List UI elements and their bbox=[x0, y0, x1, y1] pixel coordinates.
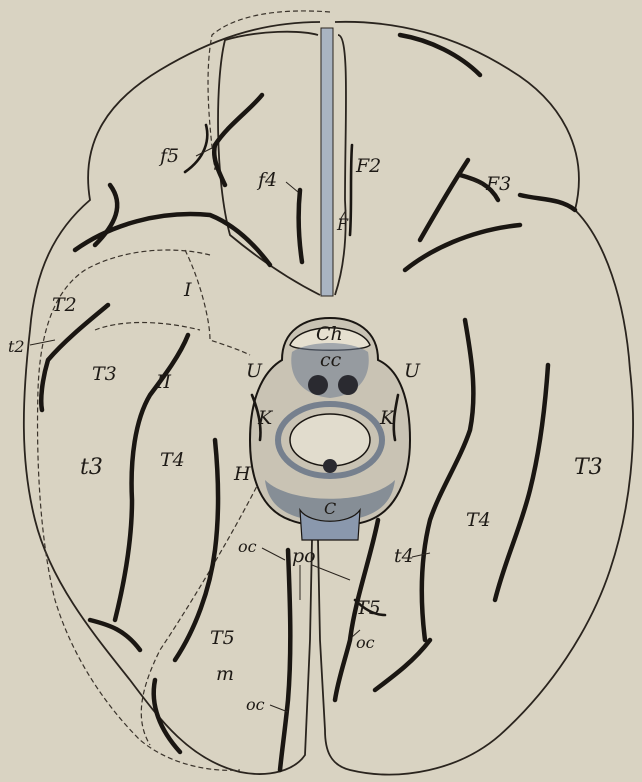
right-frontal-inner-outline bbox=[335, 35, 346, 295]
label-cc: cc bbox=[320, 349, 342, 371]
sulcus-T4-right bbox=[422, 320, 474, 640]
label-t3: t3 bbox=[80, 455, 103, 480]
label-C: C bbox=[324, 499, 336, 518]
label-F3: F3 bbox=[485, 173, 511, 195]
sulcus-f5 bbox=[214, 95, 262, 185]
sulcus-frontal-right-edge bbox=[520, 195, 575, 210]
label-po: po bbox=[292, 545, 316, 567]
label-T4-right: T4 bbox=[466, 509, 491, 531]
label-oc-top: oc bbox=[238, 537, 257, 556]
left-frontal-inner-outline bbox=[218, 32, 320, 295]
label-II: II bbox=[155, 371, 172, 393]
cerebral-peduncle-inner bbox=[290, 414, 370, 466]
leader-t4 bbox=[412, 553, 430, 557]
mammillary-body-right bbox=[338, 375, 358, 395]
leader-oc-top bbox=[262, 548, 285, 560]
label-U-right: U bbox=[404, 360, 421, 382]
sulcus-oc-left bbox=[280, 550, 290, 770]
sulcus-sylvian-left bbox=[75, 214, 270, 265]
label-t2: t2 bbox=[8, 337, 25, 356]
leader-f4 bbox=[286, 182, 298, 192]
label-F-small: F bbox=[336, 215, 349, 234]
label-T5-right: T5 bbox=[356, 597, 381, 619]
sulcus-f5-branch bbox=[185, 125, 207, 172]
dashed-outline-medial bbox=[185, 250, 250, 355]
mammillary-body-left bbox=[308, 375, 328, 395]
label-K-left: K bbox=[257, 407, 274, 429]
dashed-outline-left-frontal bbox=[208, 11, 330, 170]
sulcus-F3-upper bbox=[400, 35, 480, 75]
label-t4: t4 bbox=[394, 545, 414, 567]
label-T3-left: T3 bbox=[92, 363, 117, 385]
label-oc-bottom: oc bbox=[246, 695, 265, 714]
sulcus-f4 bbox=[299, 190, 302, 262]
label-Ch: Ch bbox=[316, 323, 343, 345]
label-T5-left: T5 bbox=[210, 627, 235, 649]
sulcus-F3 bbox=[420, 160, 468, 240]
sulcus-II bbox=[115, 335, 188, 620]
sulcus-T2 bbox=[41, 305, 108, 410]
sulcus-F2 bbox=[350, 145, 352, 235]
dashed-outline-inferior bbox=[95, 323, 200, 331]
aqueduct bbox=[323, 459, 337, 473]
label-I: I bbox=[183, 279, 192, 301]
sulcus-t4-lower bbox=[375, 640, 430, 690]
label-m: m bbox=[216, 663, 234, 685]
sulcus-T3-right bbox=[495, 365, 548, 600]
leader-po-b bbox=[312, 565, 350, 580]
label-U-left: U bbox=[246, 360, 263, 382]
label-T3-right: T3 bbox=[574, 455, 603, 480]
label-T2: T2 bbox=[52, 294, 77, 316]
sulcus-occipital-left bbox=[154, 680, 180, 752]
label-H: H bbox=[233, 463, 251, 485]
longitudinal-fissure bbox=[321, 28, 333, 296]
label-f4: f4 bbox=[256, 169, 277, 191]
label-T4-left: T4 bbox=[160, 449, 185, 471]
sulcus-left-lower-lobe bbox=[90, 620, 140, 650]
label-K-right: K bbox=[379, 407, 396, 429]
label-oc-right: oc bbox=[356, 633, 375, 652]
label-F2: F2 bbox=[355, 155, 381, 177]
label-f5: f5 bbox=[158, 145, 179, 167]
